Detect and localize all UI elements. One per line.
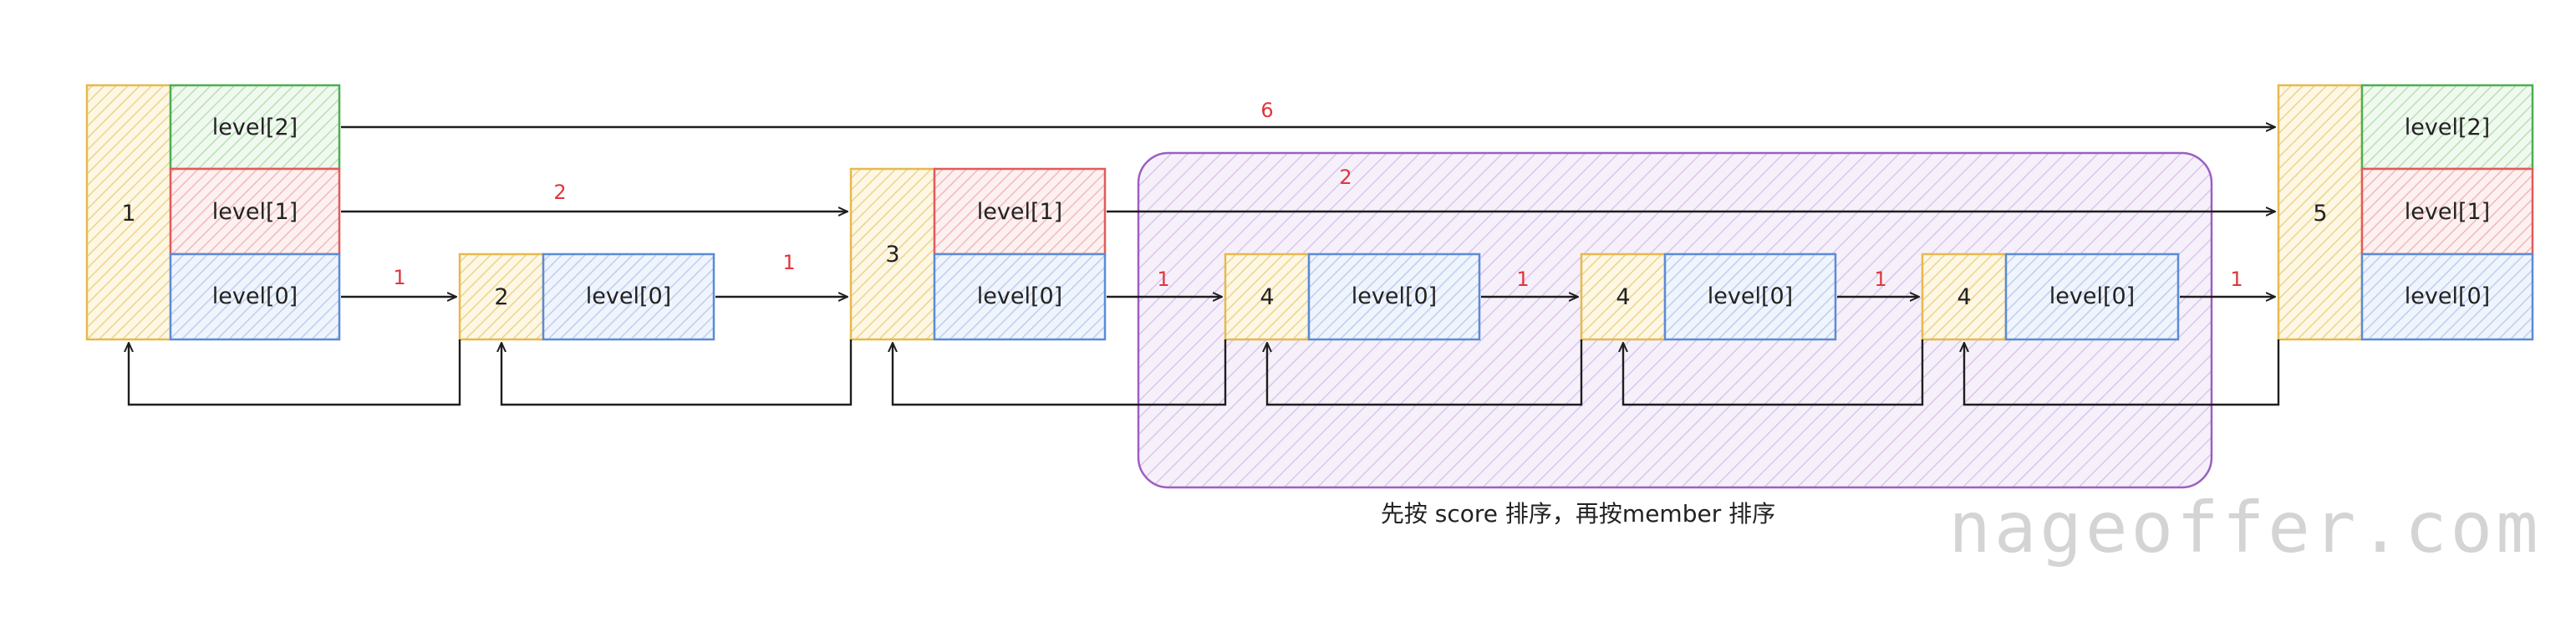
node-1-key-box (85, 84, 172, 341)
node-4a-key: 4 (1260, 284, 1274, 310)
node-3-key: 3 (885, 242, 899, 268)
node-2: 2 level[0] (458, 252, 715, 341)
node-4c-level-0-box (2004, 252, 2180, 341)
sort-note: 先按 score 排序，再按member 排序 (1381, 500, 1775, 528)
node-5-level-2: level[2] (2405, 115, 2490, 140)
node-2-key: 2 (494, 284, 508, 310)
node-1-level-2: level[2] (212, 115, 298, 140)
node-5-key: 5 (2313, 201, 2327, 227)
node-4c-key: 4 (1957, 284, 1971, 310)
node-2-level-0: level[0] (586, 283, 671, 309)
node-1: 1 level[2] level[1] level[0] (85, 84, 341, 341)
node-4b: 4 level[0] (1580, 252, 1837, 341)
span-label-1-2: 1 (393, 266, 405, 289)
backward-5-to-4c (1964, 339, 2280, 406)
span-label-3-5: 2 (1339, 166, 1352, 189)
span-label-4b-4c: 1 (1874, 268, 1886, 291)
node-4b-key-box (1580, 252, 1667, 341)
node-1-level-0: level[0] (212, 283, 298, 309)
node-4b-key: 4 (1616, 284, 1630, 310)
span-label-top: 6 (1260, 99, 1273, 122)
backward-4a-to-3 (893, 339, 1227, 406)
span-label-4a-4b: 1 (1516, 268, 1529, 291)
node-4a-key-box (1224, 252, 1311, 341)
node-3-level-0-box (933, 252, 1107, 341)
node-2-key-box (458, 252, 545, 341)
node-5-level-1-box (2360, 167, 2534, 256)
node-5-level-0: level[0] (2405, 283, 2490, 309)
node-1-level-0-box (169, 252, 341, 341)
node-4c: 4 level[0] (1921, 252, 2180, 341)
span-label-2-3: 1 (782, 251, 795, 274)
node-4a-level-0: level[0] (1352, 283, 1437, 309)
node-1-level-2-box (169, 84, 341, 171)
backward-2-to-1 (129, 339, 461, 406)
node-4a: 4 level[0] (1224, 252, 1481, 341)
node-5-level-0-box (2360, 252, 2534, 341)
backward-4c-to-4b (1623, 339, 1924, 406)
node-4a-level-0-box (1307, 252, 1481, 341)
node-4c-level-0: level[0] (2049, 283, 2135, 309)
node-5-key-box (2277, 84, 2364, 341)
node-5: 5 level[2] level[1] level[0] (2277, 84, 2534, 341)
node-5-level-2-box (2360, 84, 2534, 171)
node-3-level-0: level[0] (977, 283, 1062, 309)
node-5-level-1: level[1] (2405, 199, 2490, 225)
node-1-key: 1 (121, 201, 135, 227)
span-label-4c-5: 1 (2230, 268, 2243, 291)
node-1-level-1-box (169, 167, 341, 256)
backward-3-to-2 (501, 339, 853, 406)
node-1-level-1: level[1] (212, 199, 298, 225)
node-4b-level-0: level[0] (1708, 283, 1793, 309)
span-label-3-4a: 1 (1157, 268, 1169, 291)
node-3-level-1-box (933, 167, 1107, 256)
node-3: 3 level[1] level[0] (849, 167, 1107, 341)
backward-4b-to-4a (1267, 339, 1583, 406)
watermark: nageoffer.com (1948, 487, 2541, 569)
node-4c-key-box (1921, 252, 2008, 341)
node-2-level-0-box (542, 252, 715, 341)
span-label-1-3: 2 (553, 181, 566, 204)
node-3-level-1: level[1] (977, 199, 1062, 225)
node-4b-level-0-box (1663, 252, 1837, 341)
